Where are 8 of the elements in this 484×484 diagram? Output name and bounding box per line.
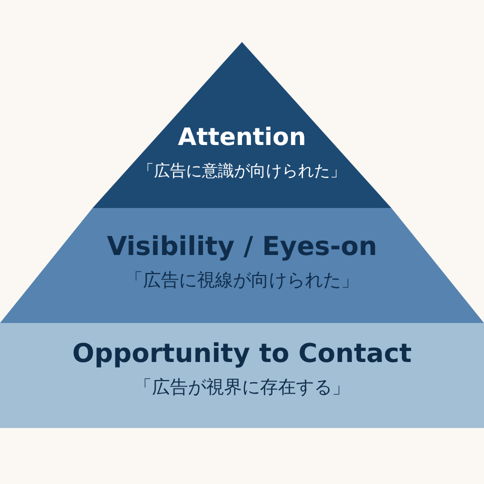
tier-description: 「広告が視界に存在する」 <box>134 376 350 400</box>
pyramid-tier <box>0 208 484 323</box>
tier-title: Attention <box>178 122 306 153</box>
tier-description: 「広告に意識が向けられた」 <box>138 160 346 182</box>
tier-title: Opportunity to Contact <box>72 338 412 371</box>
tier-description: 「広告に視線が向けられた」 <box>125 269 359 293</box>
pyramid-tier <box>0 323 484 428</box>
tier-title: Visibility / Eyes-on <box>106 231 378 264</box>
